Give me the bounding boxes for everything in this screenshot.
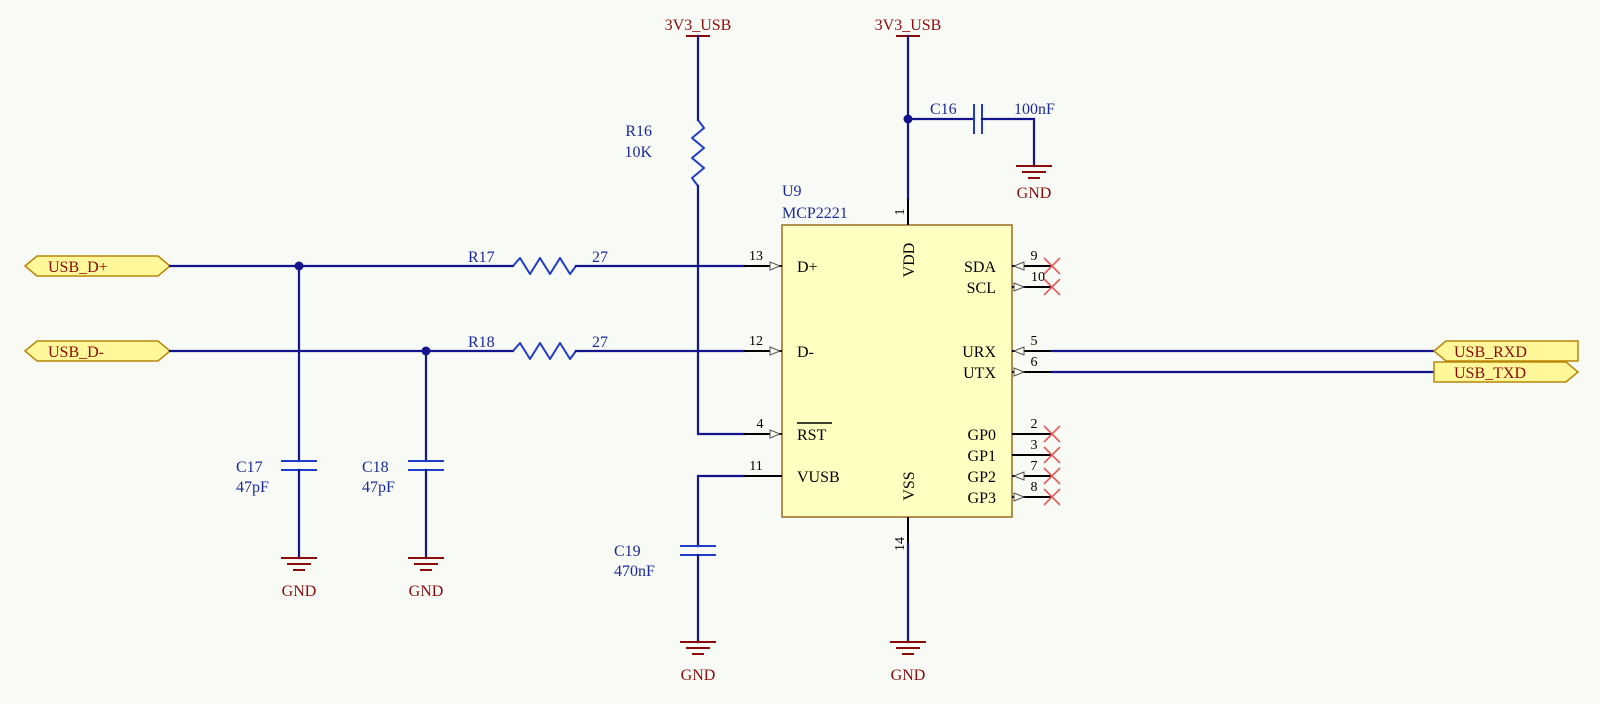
svg-text:14: 14 [893, 537, 908, 551]
rst-wire [696, 184, 746, 436]
capacitor-c18: C18 47pF [362, 349, 444, 560]
no-connect-gp1 [1043, 446, 1061, 464]
svg-text:RST: RST [797, 427, 827, 444]
pin-rst: 4 RST [744, 417, 832, 444]
svg-text:GP0: GP0 [968, 427, 996, 444]
capacitor-c16: C16 100nF [906, 101, 1055, 168]
no-connect-scl [1043, 278, 1061, 296]
gnd-label-c16: GND [1017, 185, 1052, 202]
pin-dp: 13 D+ [744, 249, 818, 276]
pin-utx: 6 UTX [963, 355, 1052, 382]
svg-text:GP3: GP3 [968, 490, 996, 507]
svg-text:SCL: SCL [967, 280, 996, 297]
port-usb-rxd[interactable]: USB_RXD [1432, 340, 1579, 362]
pin-gp0: 2 GP0 [968, 417, 1061, 444]
c16-value: 100nF [1014, 101, 1055, 118]
svg-text:VSS: VSS [901, 471, 918, 500]
no-connect-gp0 [1043, 425, 1061, 443]
gnd-symbol-vss: GND [890, 641, 926, 684]
svg-text:4: 4 [757, 417, 764, 432]
svg-text:GP1: GP1 [968, 448, 996, 465]
c19-ref: C19 [614, 543, 641, 560]
pin-gp3: 8 GP3 [968, 480, 1061, 507]
svg-text:10: 10 [1031, 270, 1045, 285]
pin-urx: 5 URX [962, 334, 1052, 361]
svg-text:5: 5 [1031, 334, 1038, 349]
resistor-r16: R16 10K [624, 119, 705, 187]
pin-gp2: 7 GP2 [968, 459, 1061, 486]
r16-ref: R16 [625, 123, 652, 140]
svg-text:12: 12 [749, 334, 763, 349]
pin-vusb: 11 VUSB [744, 459, 840, 486]
power-rail-left: 3V3_USB [665, 17, 732, 122]
c18-value: 47pF [362, 479, 395, 496]
svg-text:6: 6 [1031, 355, 1038, 370]
svg-text:D+: D+ [797, 259, 818, 276]
r17-ref: R17 [468, 249, 495, 266]
c19-value: 470nF [614, 563, 655, 580]
r16-value: 10K [624, 144, 652, 161]
capacitor-c17: C17 47pF [236, 264, 317, 560]
power-label-left: 3V3_USB [665, 17, 732, 34]
svg-text:1: 1 [893, 209, 908, 216]
gnd-label-c17: GND [282, 583, 317, 600]
resistor-r18: R18 27 [468, 334, 608, 360]
gnd-symbol-c18: GND [408, 557, 444, 600]
port-usb-txd[interactable]: USB_TXD [1433, 361, 1580, 383]
c17-ref: C17 [236, 459, 263, 476]
c16-ref: C16 [930, 101, 957, 118]
resistor-r17: R17 27 [468, 249, 608, 275]
pin-sda: 9 SDA [964, 249, 1061, 276]
port-usb-dm-label: USB_D- [48, 344, 104, 361]
gnd-symbol-c19: GND [680, 641, 716, 684]
svg-text:7: 7 [1031, 459, 1038, 474]
capacitor-c19: C19 470nF [614, 474, 746, 644]
port-usb-dp[interactable]: USB_D+ [23, 255, 172, 277]
power-rail-right: 3V3_USB [875, 17, 942, 201]
no-connect-gp2 [1043, 467, 1061, 485]
svg-text:3: 3 [1031, 438, 1038, 453]
pin-vss: 14 VSS [893, 471, 918, 644]
ic-u9: U9 MCP2221 [781, 183, 1013, 518]
svg-text:VDD: VDD [901, 243, 918, 278]
c18-ref: C18 [362, 459, 389, 476]
svg-text:D-: D- [797, 344, 814, 361]
u9-ref: U9 [782, 183, 802, 200]
svg-text:11: 11 [749, 459, 762, 474]
pin-vdd: 1 VDD [893, 199, 918, 277]
port-usb-dp-label: USB_D+ [48, 259, 108, 276]
power-label-right: 3V3_USB [875, 17, 942, 34]
no-connect-sda [1043, 257, 1061, 275]
gnd-symbol-c16: GND [1016, 165, 1052, 202]
gnd-symbol-c17: GND [281, 557, 317, 600]
svg-text:URX: URX [962, 344, 996, 361]
no-connect-gp3 [1043, 488, 1061, 506]
port-usb-dm[interactable]: USB_D- [23, 340, 172, 362]
r18-value: 27 [592, 334, 608, 351]
r18-ref: R18 [468, 334, 495, 351]
gnd-label-c18: GND [409, 583, 444, 600]
svg-text:2: 2 [1031, 417, 1038, 432]
port-usb-rxd-label: USB_RXD [1454, 344, 1527, 361]
r17-value: 27 [592, 249, 608, 266]
svg-text:VUSB: VUSB [797, 469, 840, 486]
pin-dm: 12 D- [744, 334, 814, 361]
gnd-label-c19: GND [681, 667, 716, 684]
svg-text:UTX: UTX [963, 365, 996, 382]
c17-value: 47pF [236, 479, 269, 496]
svg-text:8: 8 [1031, 480, 1038, 495]
svg-text:9: 9 [1031, 249, 1038, 264]
u9-part: MCP2221 [782, 205, 848, 222]
svg-text:13: 13 [749, 249, 763, 264]
svg-text:SDA: SDA [964, 259, 996, 276]
ic-body [781, 224, 1013, 518]
pin-scl: 10 SCL [967, 270, 1061, 297]
port-usb-txd-label: USB_TXD [1454, 365, 1526, 382]
pin-gp1: 3 GP1 [968, 438, 1061, 465]
gnd-label-vss: GND [891, 667, 926, 684]
svg-text:GP2: GP2 [968, 469, 996, 486]
